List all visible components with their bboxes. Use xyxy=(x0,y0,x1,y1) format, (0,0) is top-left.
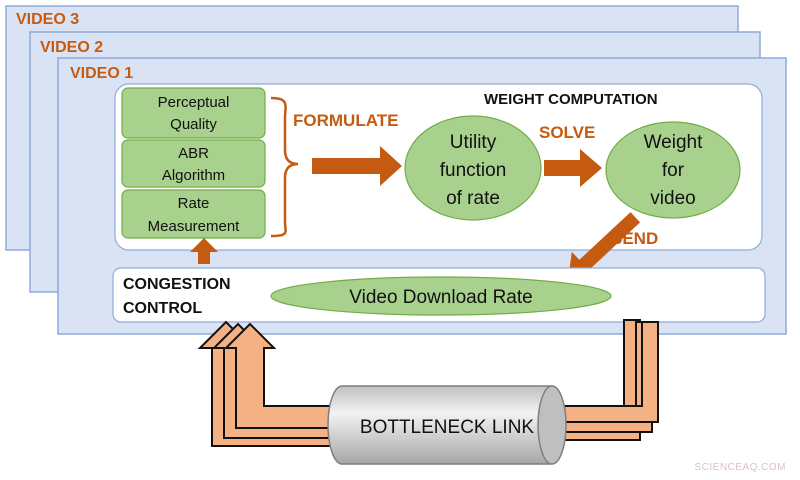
video-download-rate-node: Video Download Rate xyxy=(270,276,612,316)
input-brace xyxy=(270,96,299,238)
input-abr-algorithm-line1: ABR xyxy=(178,145,209,162)
formulate-arrow xyxy=(312,146,402,186)
measurement-up-arrow xyxy=(190,238,218,264)
weight-node-line1: Weight xyxy=(644,132,704,153)
pipe-left-1 xyxy=(223,322,341,429)
video-layer-1-label: VIDEO 1 xyxy=(70,65,133,82)
bottleneck-link: BOTTLENECK LINK xyxy=(327,385,567,465)
input-rate-measurement: Rate Measurement xyxy=(121,189,266,239)
input-abr-algorithm: ABR Algorithm xyxy=(121,139,266,188)
solve-arrow xyxy=(544,149,602,187)
utility-node-line3: of rate xyxy=(446,188,500,209)
congestion-control-label-line2: CONTROL xyxy=(123,300,202,317)
video-layer-2-label: VIDEO 2 xyxy=(40,39,103,56)
formulate-label: FORMULATE xyxy=(293,111,398,130)
input-rate-measurement-line1: Rate xyxy=(178,195,210,212)
weight-computation-title: WEIGHT COMPUTATION xyxy=(484,91,658,108)
video-layer-3-label: VIDEO 3 xyxy=(16,11,79,28)
weight-node-line2: for xyxy=(662,160,685,181)
input-rate-measurement-line2: Measurement xyxy=(148,218,241,235)
input-perceptual-quality-line2: Quality xyxy=(170,116,217,133)
input-perceptual-quality: Perceptual Quality xyxy=(121,87,266,139)
video-download-rate-label: Video Download Rate xyxy=(349,287,532,308)
weight-node-line3: video xyxy=(650,188,695,209)
watermark: SCIENCEAQ.COM xyxy=(694,462,786,473)
utility-function-node: Utility function of rate xyxy=(404,115,542,221)
send-arrow xyxy=(568,212,641,280)
input-abr-algorithm-line2: Algorithm xyxy=(162,167,225,184)
solve-label: SOLVE xyxy=(539,123,595,142)
utility-node-line2: function xyxy=(440,160,507,181)
utility-node-line1: Utility xyxy=(450,132,497,153)
bottleneck-link-label: BOTTLENECK LINK xyxy=(360,417,535,438)
congestion-control-label-line1: CONGESTION xyxy=(123,276,231,293)
weight-node: Weight for video xyxy=(605,121,741,219)
input-perceptual-quality-line1: Perceptual xyxy=(158,94,230,111)
